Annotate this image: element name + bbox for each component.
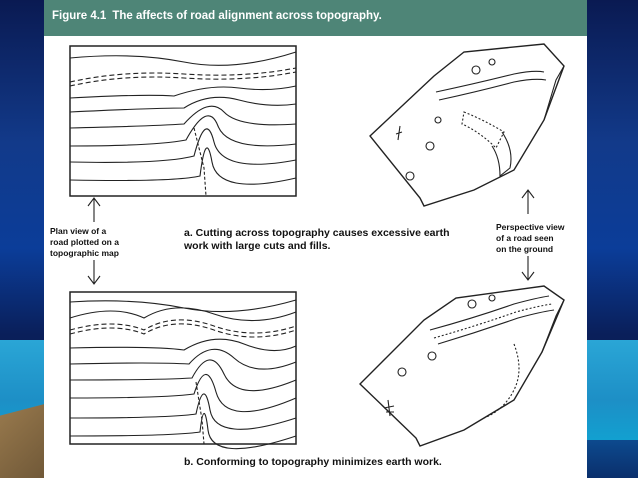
plan-map-b [69, 291, 297, 450]
caption-a-line: work with large cuts and fills. [184, 240, 331, 252]
caption-b: b. Conforming to topography minimizes ea… [184, 456, 442, 468]
plan-view-label-line: topographic map [50, 248, 119, 258]
perspective-block-b [359, 285, 565, 447]
plan-view-label-line: Plan view of a [50, 226, 107, 236]
figure-header: Figure 4.1 The affects of road alignment … [44, 0, 587, 36]
figure-title-text: The affects of road alignment across top… [112, 10, 382, 22]
figure-number: Figure 4.1 [52, 10, 107, 22]
plan-view-label-line: road plotted on a [50, 237, 119, 247]
perspective-view-label: Perspective view of a road seen on the g… [496, 222, 565, 255]
plan-view-label: Plan view of a road plotted on a topogra… [50, 226, 119, 259]
perspective-view-label-line: of a road seen [496, 233, 554, 243]
arrow-icons [87, 189, 535, 285]
caption-a: a. Cutting across topography causes exce… [184, 227, 450, 253]
perspective-view-label-line: Perspective view [496, 222, 565, 232]
figure-panel: Figure 4.1 The affects of road alignment … [44, 0, 587, 478]
perspective-view-label-line: on the ground [496, 244, 554, 254]
figure-illustrations [69, 43, 565, 450]
perspective-block-a [369, 43, 565, 207]
plan-map-a [69, 45, 297, 197]
caption-a-line: a. Cutting across topography causes exce… [184, 227, 450, 239]
figure-title: Figure 4.1 The affects of road alignment … [52, 10, 382, 22]
